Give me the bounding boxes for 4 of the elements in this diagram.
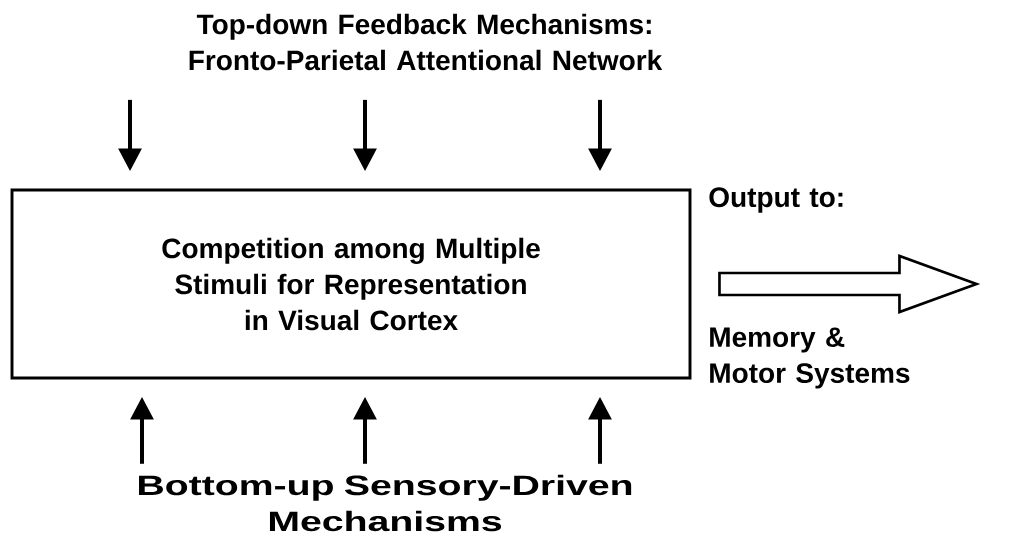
process-box: Competition among Multiple Stimuli for Representation in Visual Cortex [10,188,692,380]
heading-text: Bottom-up Sensory-Driven Mechanisms [139,474,632,532]
block-arrow [718,254,981,314]
heading-text: Top-down Feedback Mechanisms: Fronto-Parietal Attentional Network [189,13,663,71]
